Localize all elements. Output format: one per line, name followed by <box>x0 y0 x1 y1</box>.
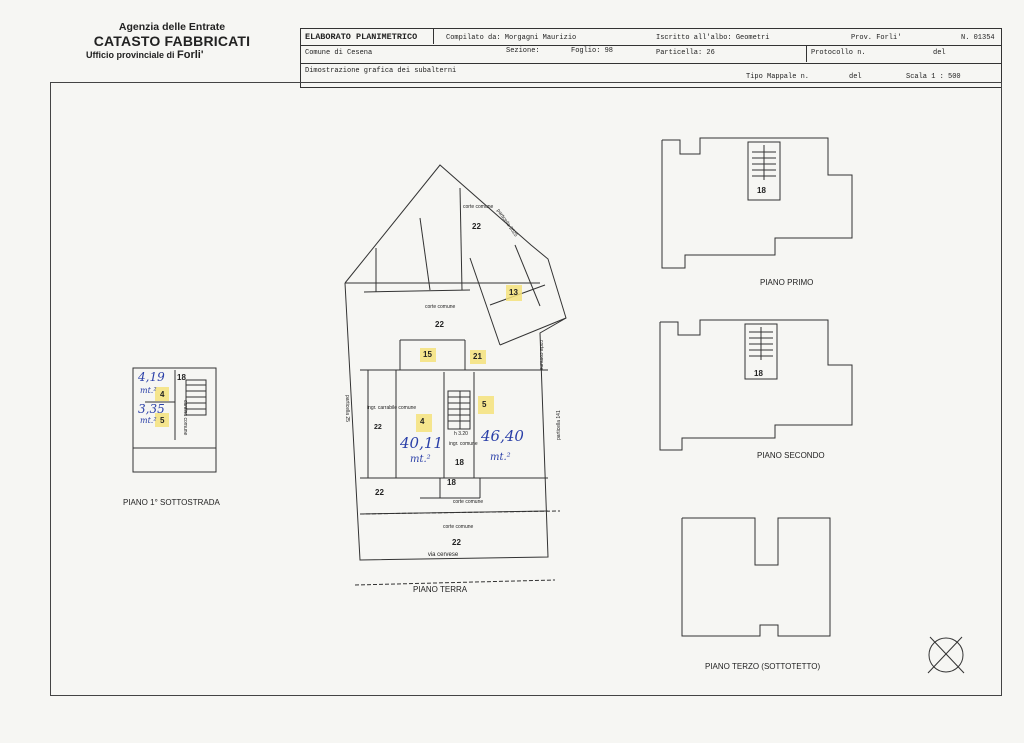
caption-terra: PIANO TERRA <box>413 585 468 594</box>
sub-18-sott: 18 <box>177 373 186 382</box>
particella: Particella: 26 <box>656 49 715 57</box>
corte-comune-label-b: corte comune <box>463 204 494 210</box>
protocollo-del: del <box>933 49 946 57</box>
corte-comune-label-c: corte comune <box>452 499 484 505</box>
via-cervese-label: via cervese <box>427 552 459 558</box>
registered: Iscritto all'albo: Geometri <box>656 34 770 42</box>
ingr-carrabile-label: ingr. carrabile comune <box>367 405 417 411</box>
terra-plan <box>344 164 567 586</box>
highlight-21 <box>470 350 486 364</box>
particella-25-label: particella 25 <box>344 395 350 422</box>
hand-area-4: 40,11 <box>400 434 443 452</box>
cantina-comune-label: cantina comune <box>182 400 188 436</box>
caption-sottostrada: PIANO 1° SOTTOSTRADA <box>123 498 220 507</box>
sub-22-terra-b: 22 <box>472 222 481 231</box>
province: Prov. Forli' <box>851 34 902 42</box>
north-arrow-icon <box>927 636 965 674</box>
sub-18-terra-b: 18 <box>447 478 456 487</box>
sub-18-terra-a: 18 <box>455 458 464 467</box>
secondo-plan <box>659 319 853 451</box>
hand-unit-5: mt.² <box>490 452 511 463</box>
comune: Comune di Cesena <box>305 49 373 57</box>
dimostrazione: Dimostrazione grafica dei subalterni <box>305 67 457 75</box>
sub-13: 13 <box>509 288 518 297</box>
sub-22-terra-d: 22 <box>452 538 461 547</box>
agency-name: Agenzia delle Entrate <box>118 21 226 33</box>
sub-4: 4 <box>420 417 425 426</box>
drawing-frame <box>50 82 1002 696</box>
sub-5-sott: 5 <box>160 416 165 425</box>
hand-unit-sott-5: mt.² <box>140 416 157 425</box>
sub-22-terra-a: 22 <box>435 320 444 329</box>
sezione: Sezione: <box>506 47 540 55</box>
ingr-comune-label: ingr. comune <box>449 441 478 447</box>
sub-5: 5 <box>482 400 487 409</box>
office-city: Forli' <box>177 48 204 61</box>
hand-unit-4: mt.² <box>410 454 431 465</box>
sub-18-secondo: 18 <box>754 369 763 378</box>
foglio: Foglio: 98 <box>571 47 614 55</box>
terzo-plan <box>681 517 831 637</box>
catasto-title: CATASTO FABBRICATI <box>93 32 251 49</box>
office-line: Ufficio provinciale di Forli' <box>86 49 272 61</box>
hand-area-5: 46,40 <box>481 427 524 445</box>
title-block: ELABORATO PLANIMETRICO Compilato da: Mor… <box>300 28 1002 88</box>
height-label: h 3.20 <box>454 431 468 437</box>
doc-number: N. 01354 <box>961 34 995 42</box>
sub-15: 15 <box>423 350 432 359</box>
highlight-4 <box>416 414 432 432</box>
caption-terzo: PIANO TERZO (SOTTOTETTO) <box>705 662 821 671</box>
tipo-mappale: Tipo Mappale n. <box>746 73 810 81</box>
doc-type: ELABORATO PLANIMETRICO <box>305 32 418 42</box>
sub-21: 21 <box>473 352 482 361</box>
agency-header: Agenzia delle Entrate CATASTO FABBRICATI… <box>72 21 272 61</box>
hand-unit-sott-4: mt.² <box>140 386 157 395</box>
office-prefix: Ufficio provinciale di <box>86 49 175 60</box>
sottostrada-plan <box>132 367 217 473</box>
protocollo: Protocollo n. <box>811 49 866 57</box>
scala: Scala 1 : 500 <box>906 73 961 81</box>
corte-comune-side-label: corte comune <box>538 340 544 371</box>
highlight-5 <box>478 396 494 414</box>
primo-plan <box>661 137 853 269</box>
caption-secondo: PIANO SECONDO <box>757 451 825 460</box>
sub-22-terra-e: 22 <box>374 424 382 431</box>
corte-comune-label-a: corte comune <box>425 304 456 310</box>
highlight-15 <box>420 348 436 362</box>
sub-22-terra-c: 22 <box>375 488 384 497</box>
sub-18-primo: 18 <box>757 186 766 195</box>
hand-area-sott-5: 3,35 <box>138 402 165 416</box>
sub-4-sott: 4 <box>160 390 165 399</box>
highlight-sott-5 <box>155 413 169 427</box>
highlight-13 <box>506 285 522 301</box>
compiled-by: Compilato da: Morgagni Maurizio <box>446 34 577 42</box>
highlight-sott-4 <box>155 387 169 401</box>
caption-primo: PIANO PRIMO <box>760 278 814 287</box>
particella-141-label: particella 141 <box>556 410 562 440</box>
corte-comune-label-d: corte comune <box>443 524 474 530</box>
hand-area-sott-4: 4,19 <box>138 370 165 384</box>
tipo-del: del <box>849 73 862 81</box>
